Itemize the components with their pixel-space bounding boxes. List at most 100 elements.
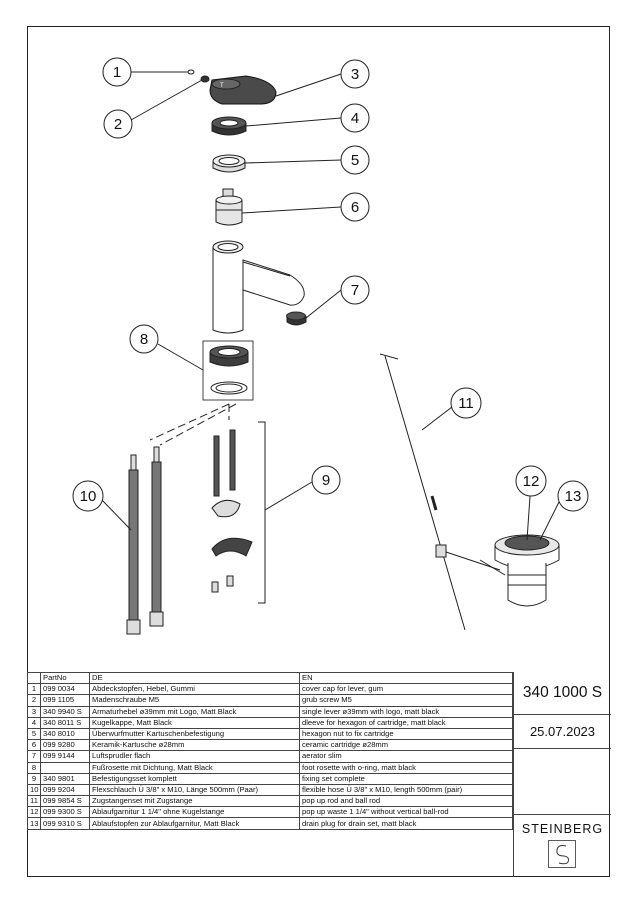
table-cell: dleeve for hexagon of cartridge, matt bl… bbox=[299, 716, 513, 729]
table-cell: 099 9854 S bbox=[40, 795, 90, 808]
svg-text:9: 9 bbox=[322, 472, 330, 489]
svg-text:12: 12 bbox=[523, 473, 540, 490]
callout-5: 5 bbox=[340, 145, 370, 175]
brand-name: STEINBERG bbox=[521, 822, 604, 836]
svg-text:2: 2 bbox=[114, 116, 122, 133]
table-cell: 099 1105 bbox=[40, 694, 90, 707]
table-cell: Ablaufstopfen zur Ablaufgarnitur, Matt B… bbox=[89, 817, 300, 830]
table-cell: 099 0034 bbox=[40, 683, 90, 696]
table-cell: 7 bbox=[27, 750, 41, 763]
table-cell: Befestigungsset komplett bbox=[89, 772, 300, 785]
title-block-divider bbox=[514, 714, 611, 715]
sleeve-part bbox=[211, 116, 247, 136]
callout-1: 1 bbox=[102, 57, 132, 87]
title-block-divider bbox=[514, 748, 611, 749]
cartridge-part bbox=[215, 188, 243, 226]
table-cell: 2 bbox=[27, 694, 41, 707]
svg-text:7: 7 bbox=[351, 282, 359, 299]
leader-lines bbox=[101, 71, 561, 541]
svg-text:4: 4 bbox=[351, 110, 359, 127]
svg-text:T: T bbox=[220, 83, 224, 89]
table-cell: single lever ø39mm with logo, matt black bbox=[299, 705, 513, 718]
callout-9: 9 bbox=[311, 465, 341, 495]
callout-10: 10 bbox=[72, 480, 104, 512]
table-cell: 099 9204 bbox=[40, 783, 90, 797]
cover-cap-part bbox=[187, 69, 195, 75]
table-cell: 099 9280 bbox=[40, 739, 90, 752]
callout-12: 12 bbox=[515, 465, 547, 497]
lever-part: T bbox=[209, 75, 277, 105]
table-header-cell: EN bbox=[299, 671, 513, 685]
table-header-cell bbox=[27, 671, 41, 685]
table-cell: 8 bbox=[27, 761, 41, 774]
table-cell: Fußrosette mit Dichtung, Matt Black bbox=[89, 761, 300, 774]
table-cell: 12 bbox=[27, 806, 41, 819]
table-cell: Madenschraube M5 bbox=[89, 694, 300, 707]
table-cell: 340 9940 S bbox=[40, 705, 90, 718]
table-cell: drain plug for drain set, matt black bbox=[299, 817, 513, 830]
table-cell: hexagon nut to fix cartridge bbox=[299, 727, 513, 741]
svg-text:1: 1 bbox=[113, 64, 121, 81]
article-number: 340 1000 S bbox=[522, 684, 603, 701]
table-cell: 9 bbox=[27, 772, 41, 785]
table-cell: foot rosette with o-ring, matt black bbox=[299, 761, 513, 774]
table-cell: fixing set complete bbox=[299, 772, 513, 785]
grub-screw-part bbox=[200, 75, 210, 83]
table-cell: 1 bbox=[27, 683, 41, 696]
steinberg-logo-icon bbox=[548, 840, 576, 868]
table-cell: 5 bbox=[27, 727, 41, 741]
pop-up-waste-part bbox=[479, 534, 560, 607]
table-cell: 6 bbox=[27, 739, 41, 752]
svg-text:8: 8 bbox=[140, 331, 148, 348]
table-cell: Überwurfmutter Kartuschenbefestigung bbox=[89, 727, 300, 741]
table-header-cell: DE bbox=[89, 671, 300, 685]
table-cell: Luftsprudler flach bbox=[89, 750, 300, 763]
table-cell: aerator slim bbox=[299, 750, 513, 763]
table-header-cell: PartNo bbox=[40, 671, 90, 685]
callout-6: 6 bbox=[340, 192, 370, 222]
title-block-divider bbox=[514, 814, 611, 815]
table-cell: 340 9801 bbox=[40, 772, 90, 785]
table-cell: Flexschlauch Ü 3/8" x M10, Länge 500mm (… bbox=[89, 783, 300, 797]
faucet-body bbox=[212, 240, 305, 334]
table-cell: Zugstangenset mit Zugstange bbox=[89, 795, 300, 808]
callout-11: 11 bbox=[450, 387, 482, 419]
table-cell: 099 9300 S bbox=[40, 806, 90, 819]
table-cell: 13 bbox=[27, 817, 41, 830]
table-cell: Keramik-Kartusche ø28mm bbox=[89, 739, 300, 752]
svg-text:6: 6 bbox=[351, 199, 359, 216]
table-cell: flexible hose Ü 3/8" x M10, length 500mm… bbox=[299, 783, 513, 797]
svg-text:13: 13 bbox=[565, 488, 582, 505]
table-cell: 11 bbox=[27, 795, 41, 808]
svg-text:3: 3 bbox=[351, 66, 359, 83]
table-cell: ceramic cartridge ø28mm bbox=[299, 739, 513, 752]
table-cell: 340 8011 S bbox=[40, 716, 90, 729]
drawing-date: 25.07.2023 bbox=[529, 724, 596, 739]
assembly-centerlines bbox=[149, 403, 237, 446]
callout-2: 2 bbox=[103, 109, 133, 139]
table-cell bbox=[40, 761, 90, 774]
table-cell: pop up rod and ball rod bbox=[299, 795, 513, 808]
table-cell: Kugelkappe, Matt Black bbox=[89, 716, 300, 729]
callout-4: 4 bbox=[340, 103, 370, 133]
svg-text:11: 11 bbox=[458, 395, 474, 412]
table-cell: 099 9144 bbox=[40, 750, 90, 763]
callout-13: 13 bbox=[557, 480, 589, 512]
table-cell: 10 bbox=[27, 783, 41, 797]
flexible-hoses-part bbox=[126, 446, 164, 635]
table-cell: 099 9310 S bbox=[40, 817, 90, 830]
